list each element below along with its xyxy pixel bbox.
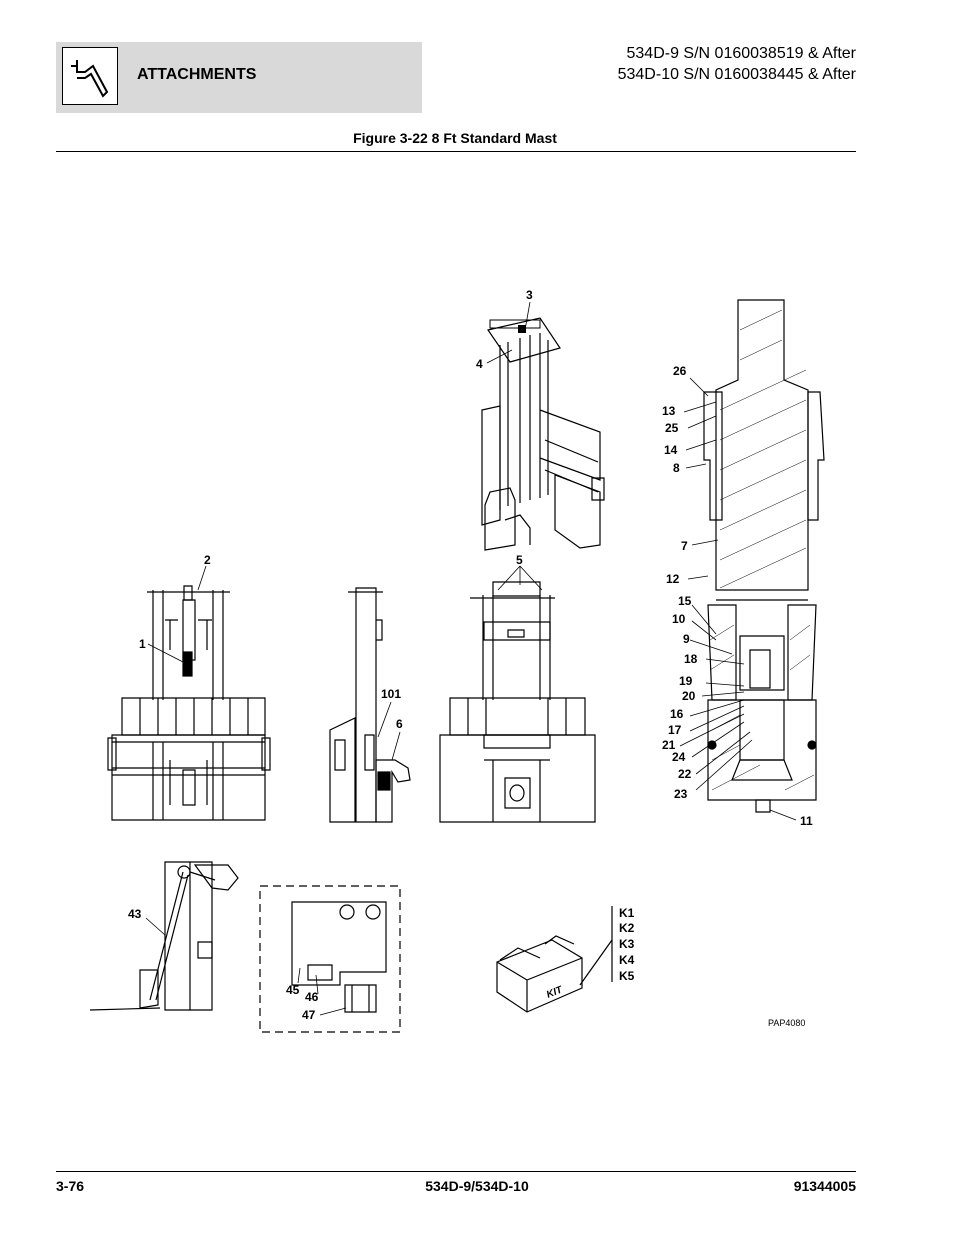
callout-3: 3	[526, 288, 533, 302]
serial-numbers: 534D-9 S/N 0160038519 & After 534D-10 S/…	[618, 43, 856, 85]
callout-leaders	[145, 301, 797, 1016]
figure-title: Figure 3-22 8 Ft Standard Mast	[353, 130, 557, 146]
footer-rule	[56, 1171, 856, 1172]
callout-5: 5	[516, 553, 523, 567]
callout-14: 14	[664, 443, 678, 457]
attachments-icon	[62, 47, 118, 105]
kit-box-label: KIT	[545, 984, 565, 1001]
mast-side-view	[329, 587, 411, 823]
mast-front-view	[107, 585, 271, 821]
callout-47: 47	[302, 1008, 316, 1022]
callout-2: 2	[204, 553, 211, 567]
callout-101: 101	[381, 687, 401, 701]
callout-1: 1	[139, 637, 146, 651]
callout-11: 11	[800, 814, 813, 828]
callout-12: 12	[666, 572, 680, 586]
callout-20: 20	[682, 689, 696, 703]
callout-18: 18	[684, 652, 698, 666]
kit-k3: K3	[619, 937, 635, 951]
serial-line-1: 534D-9 S/N 0160038519 & After	[626, 45, 857, 62]
kit-box-drawing	[496, 906, 613, 1013]
callout-7: 7	[681, 539, 688, 553]
callout-13: 13	[662, 404, 676, 418]
kit-k2: K2	[619, 921, 635, 935]
callout-23: 23	[674, 787, 688, 801]
kit-k5: K5	[619, 969, 635, 983]
callout-46: 46	[305, 990, 319, 1004]
callout-9: 9	[683, 632, 690, 646]
callout-10: 10	[672, 612, 686, 626]
callout-25: 25	[665, 421, 679, 435]
callout-45: 45	[286, 983, 300, 997]
callout-21: 21	[662, 738, 676, 752]
mast-rear-view	[439, 581, 596, 823]
valve-detail-view	[259, 885, 401, 1033]
page-number: 3-76	[56, 1178, 85, 1194]
callout-6: 6	[396, 717, 403, 731]
kit-k4: K4	[619, 953, 635, 967]
callout-15: 15	[678, 594, 692, 608]
cylinder-hatching	[709, 309, 815, 791]
callout-24: 24	[672, 750, 686, 764]
chain-detail-view	[89, 861, 239, 1011]
callout-26: 26	[673, 364, 687, 378]
callout-4: 4	[476, 357, 483, 371]
callout-43: 43	[128, 907, 142, 921]
mast-isometric-view	[481, 317, 605, 551]
callout-17: 17	[668, 723, 682, 737]
document-part-number: 91344005	[793, 1178, 856, 1194]
section-title: ATTACHMENTS	[137, 66, 257, 83]
callout-8: 8	[673, 461, 680, 475]
model-number: 534D-9/534D-10	[425, 1178, 529, 1194]
callout-22: 22	[678, 767, 692, 781]
callout-19: 19	[679, 674, 693, 688]
callout-16: 16	[670, 707, 684, 721]
image-code: PAP4080	[768, 1018, 805, 1028]
serial-line-2: 534D-10 S/N 0160038445 & After	[617, 66, 856, 83]
kit-k1: K1	[619, 906, 635, 920]
header-rule	[56, 151, 856, 152]
